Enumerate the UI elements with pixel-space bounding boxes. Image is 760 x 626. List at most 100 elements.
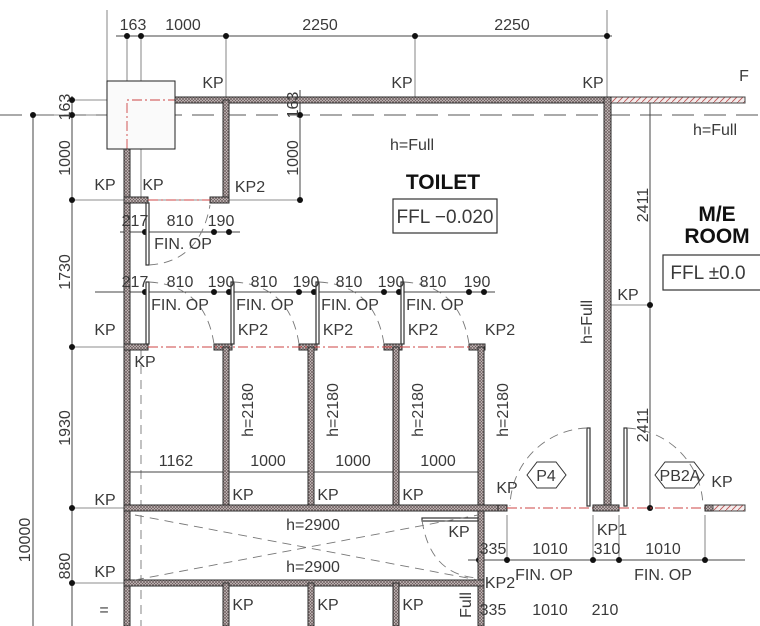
dim-left: 1930 [57,410,74,446]
dim-row2: 810 [251,274,278,291]
dimension-tick-dot [211,289,217,295]
kp-tag: KP [402,487,423,504]
dimension-tick-dot [702,557,708,563]
dim-inner: 1000 [285,140,302,176]
dim-row2: 190 [378,274,405,291]
me-room-height: h=Full [693,122,737,139]
kp-tag: KP [142,177,163,194]
dim-row2: 217 [122,274,149,291]
dimension-tick-dot [381,289,387,295]
dimension-tick-dot [481,289,487,295]
partition-height: h=2180 [240,383,257,437]
door-tag-p4: P4 [536,468,556,485]
kp-tag: KP [202,75,223,92]
kp-tag: KP2 [408,322,438,339]
dim-door: 335 [480,541,507,558]
door-tag-p4-hexagon [526,461,567,489]
dimension-tick-dot [412,33,418,39]
kp-tag: KP [232,487,253,504]
kp-tag: KP [317,487,338,504]
kp-tag: KP2 [485,575,515,592]
dimension-tick-dot [297,112,303,118]
dimension-tick-dot [223,33,229,39]
dimension-tick-dot [296,289,302,295]
dimension-tick-dot [138,33,144,39]
room-name-me: ROOM [684,225,749,248]
door-tag-pb2a-hexagon [654,461,705,489]
me-room-ffl: FFL ±0.0 [670,263,745,284]
kp-tag: KP [391,75,412,92]
dimension-tick-dot [69,197,75,203]
dim-top: 1000 [165,17,201,34]
dim-cubicle: 1000 [335,453,371,470]
dim-cubicle: 1000 [420,453,456,470]
walls [106,80,746,626]
kp-tag: KP [617,287,638,304]
kp-tag: KP [402,597,423,614]
structural-column [106,80,176,150]
partition-height: h=2180 [410,383,427,437]
wall-height: h=Full [579,300,596,344]
dimension-tick-dot [504,557,510,563]
dimension-tick-dot [69,97,75,103]
kp-tag: KP [94,564,115,581]
toilet-height: h=Full [390,137,434,154]
dim-cubicle: 1000 [250,453,286,470]
cut-off-label: F [739,68,749,85]
dim-row2: 810 [167,274,194,291]
dim-row2: 190 [208,274,235,291]
kp-tag: KP2 [235,179,265,196]
kp-tag: KP [94,322,115,339]
dim-row1: 190 [208,213,235,230]
opening-label: FIN. OP [515,567,573,584]
dimension-tick-dot [466,289,472,295]
opening-label: FIN. OP [406,297,464,314]
dim-row2: 190 [293,274,320,291]
dim-row1: 810 [167,213,194,230]
dim-inner: 163 [285,92,302,119]
kp-tag: KP [496,480,517,497]
dim-bottom: 335 [480,602,507,619]
dim-bottom: 210 [592,602,619,619]
dim-overall: 10000 [17,518,34,563]
dimension-tick-dot [647,302,653,308]
kp-tag: KP [317,597,338,614]
dim-row2: 810 [420,274,447,291]
dimension-tick-dot [604,33,610,39]
partition-height: h=2180 [495,383,512,437]
dim-door: 310 [594,541,621,558]
dimension-tick-dot [69,505,75,511]
kp-tag: KP1 [597,522,627,539]
dim-row2: 810 [336,274,363,291]
kp-tag: KP [94,177,115,194]
dimension-tick-dot [590,557,596,563]
dim-cubicle: 1162 [159,453,194,470]
corridor-height: h=2900 [286,517,340,534]
dimension-tick-dot [69,344,75,350]
opening-label: FIN. OP [151,297,209,314]
dim-top: 2250 [302,17,338,34]
opening-label: FIN. OP [154,236,212,253]
opening-label: FIN. OP [634,567,692,584]
partial-mark: = [99,602,108,619]
dim-me: 2411 [635,408,652,443]
kp-tag: KP2 [323,322,353,339]
opening-label: FIN. OP [236,297,294,314]
dim-bottom: 1010 [532,602,568,619]
wall-height: Full [458,592,475,618]
room-name-me: M/E [698,203,735,226]
dim-left: 1000 [57,140,74,176]
kp-tag: KP [448,524,469,541]
dim-row2: 190 [464,274,491,291]
opening-label: FIN. OP [321,297,379,314]
kp-tag: KP [134,354,155,371]
dim-door: 1010 [532,541,568,558]
kp-tag: KP [711,474,732,491]
dimension-tick-dot [69,112,75,118]
dim-me: 2411 [635,188,652,223]
toilet-ffl: FFL −0.020 [397,207,494,228]
kp-tag: KP [94,492,115,509]
doors [134,198,760,581]
